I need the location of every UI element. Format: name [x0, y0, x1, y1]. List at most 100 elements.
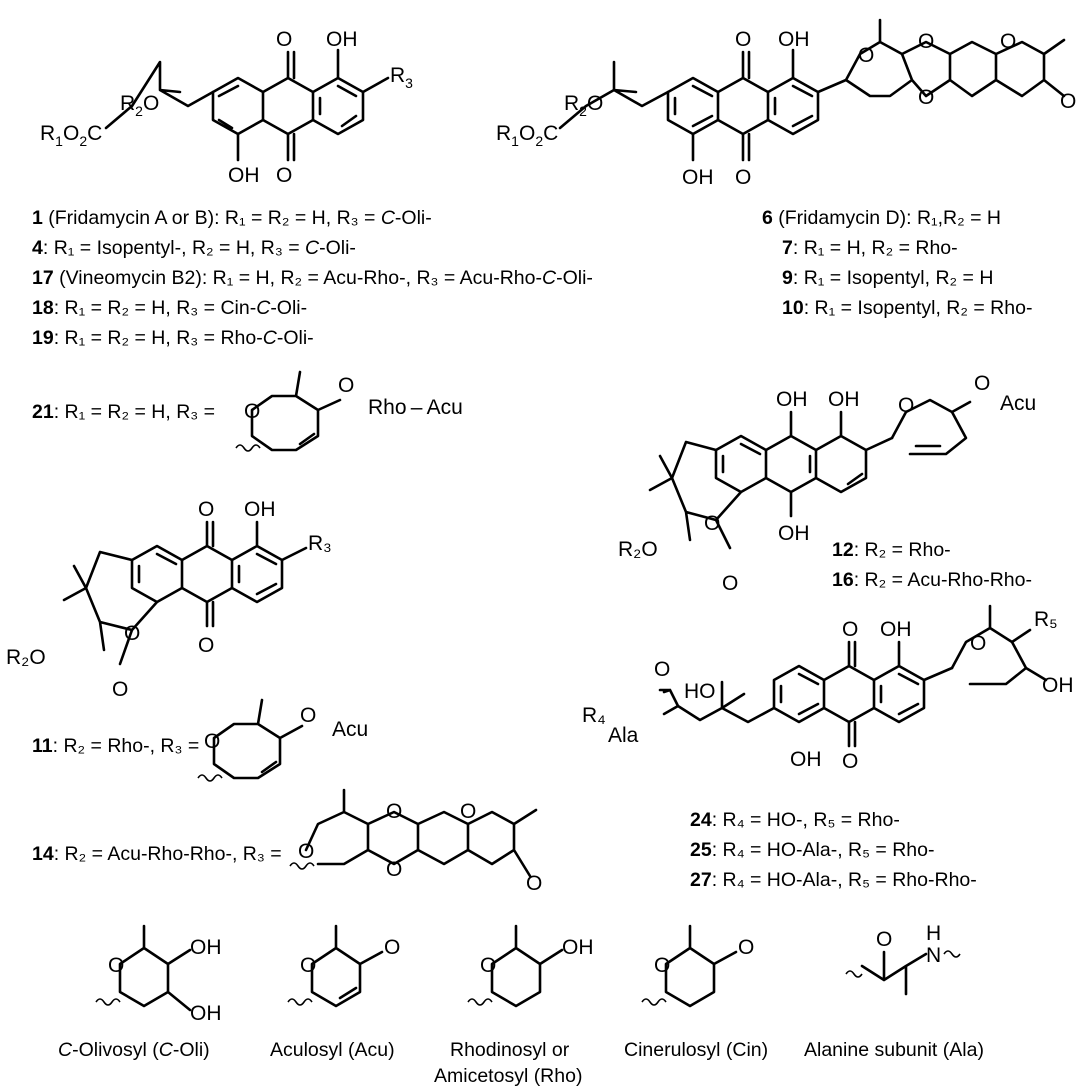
structure-11-r2o: R₂O: [6, 646, 46, 669]
structure-6-o1: O: [858, 44, 874, 67]
structure-6-caption-10: 10: R₁ = Isopentyl, R₂ = Rho-: [782, 297, 1032, 319]
structure-1-o-bottom: O: [276, 164, 292, 187]
structure-1-caption-19: 19: R₁ = R₂ = H, R₃ = Rho-C-Oli-: [32, 327, 314, 349]
structure-12-caption-16: 16: R₂ = Acu-Rho-Rho-: [832, 569, 1032, 591]
structure-21-o-link: O: [338, 374, 354, 397]
structure-21-chain: Rho – Acu: [368, 396, 463, 419]
structure-11-caption: 11: R₂ = Rho-, R₃ =: [32, 735, 199, 757]
structure-6-middle-ring: [716, 50, 770, 162]
structure-12-r2o: R₂O: [618, 538, 658, 561]
structure-6-r2o: R2O: [564, 92, 603, 119]
structure-12-oh3: OH: [778, 522, 810, 545]
structure-6-caption-6: 6 (Fridamycin D): R₁,R₂ = H: [762, 207, 1001, 229]
structure-6-oh-top: OH: [778, 28, 810, 51]
structure-24-oh-top: OH: [880, 618, 912, 641]
structure-24-caption-27: 27: R₄ = HO-Ala-, R₅ = Rho-Rho-: [690, 869, 977, 891]
structure-24-middle-ring: [822, 640, 876, 748]
structure-6: O O OH OH O O O O O R2O R1O2C 6 (Fridamy…: [496, 18, 1076, 319]
structure-6-o-bottom: O: [735, 166, 751, 189]
structure-6-oh-bottom: OH: [682, 166, 714, 189]
structure-6-caption-9: 9: R₁ = Isopentyl, R₂ = H: [782, 267, 993, 289]
structure-11-side-dihydropyran: [212, 698, 304, 780]
structure-24-oh-bottom: OH: [790, 748, 822, 771]
structure-24-right-ring: [872, 640, 954, 724]
structure-12-caption-12: 12: R₂ = Rho-: [832, 539, 951, 561]
structure-11-o-top: O: [198, 498, 214, 521]
structure-1-right-ring: [311, 76, 365, 136]
structure-21-wavy-bond: [235, 444, 261, 452]
structure-6-o-top: O: [735, 28, 751, 51]
structure-21-o-ring: O: [244, 400, 260, 423]
olivosyl-label: C-Olivosyl (C-Oli): [58, 1039, 210, 1061]
cinerulosyl-structure: O O Cinerulosyl (Cin): [624, 924, 768, 1061]
structure-1-ester: R1O2C: [40, 122, 102, 149]
olivosyl-oh2: OH: [190, 1002, 222, 1025]
alanine-h: H: [926, 922, 941, 945]
rhodinosyl-oh: OH: [562, 936, 594, 959]
structure-24-r4: R₄: [582, 704, 606, 727]
structure-21-dihydropyran: [250, 370, 342, 452]
alanine-label: Alanine subunit (Ala): [804, 1039, 984, 1061]
structure-6-side-chain: [558, 48, 848, 162]
olivosyl-o: O: [108, 954, 124, 977]
structure-6-o5: O: [1060, 90, 1076, 113]
structure-11-side-acu: Acu: [332, 718, 368, 741]
structure-6-right-ring: [766, 76, 820, 136]
structure-11-o-carb: O: [112, 678, 128, 701]
structure-12-o-lac: O: [704, 512, 720, 535]
structure-24-oh-ring: OH: [1042, 674, 1074, 697]
rhodinosyl-structure: O OH Rhodinosyl or Amicetosyl (Rho): [434, 924, 594, 1087]
aculosyl-o: O: [300, 954, 316, 977]
structure-6-o2: O: [918, 30, 934, 53]
olivosyl-structure: O OH OH C-Olivosyl (C-Oli): [58, 924, 222, 1061]
structure-12-o-ring: O: [898, 394, 914, 417]
structure-24-o-bottom: O: [842, 750, 858, 773]
structure-1-caption-1: 1 (Fridamycin A or B): R₁ = R₂ = H, R₃ =…: [32, 207, 432, 229]
structure-11-side-o-ring: O: [204, 730, 220, 753]
structure-1-o-top: O: [276, 28, 292, 51]
structure-14-caption: 14: R₂ = Acu-Rho-Rho-, R₃ =: [32, 843, 282, 865]
structure-11-r3: R₃: [308, 532, 332, 555]
structure-12-lactone: [648, 440, 743, 550]
structure-14-o-a: O: [298, 840, 314, 863]
structure-11-oh: OH: [244, 498, 276, 521]
structure-24: O OH O R₅ OH O HO R₄ Ala OH O 24: R₄ = H…: [582, 604, 1074, 891]
structure-11-lactone: [62, 550, 159, 666]
cinerulosyl-label: Cinerulosyl (Cin): [624, 1039, 768, 1061]
alanine-o: O: [876, 928, 892, 951]
structure-11-o-bottom: O: [198, 634, 214, 657]
structure-14-o-c: O: [386, 858, 402, 881]
structure-24-side-chain: [658, 680, 776, 724]
structure-24-o-ketone: O: [654, 658, 670, 681]
structure-24-ala: Ala: [608, 724, 639, 747]
alanine-n: N: [926, 944, 941, 967]
structure-11-ring-a: [130, 544, 184, 604]
structure-24-o-ring: O: [970, 632, 986, 655]
cinerulosyl-ketone: O: [738, 936, 754, 959]
structure-1-side-chain: [104, 48, 390, 162]
structure-1-caption-17: 17 (Vineomycin B2): R₁ = H, R₂ = Acu-Rho…: [32, 267, 593, 289]
structure-24-o-top: O: [842, 618, 858, 641]
structure-6-left-ring: [666, 76, 720, 136]
structure-12-o-carb: O: [722, 572, 738, 595]
structure-21: 21: R₁ = R₂ = H, R₃ = O O Rho – Acu: [32, 370, 463, 452]
structure-1-oh-bottom: OH: [228, 164, 260, 187]
structure-11-side-o-link: O: [300, 704, 316, 727]
structure-6-caption-7: 7: R₁ = H, R₂ = Rho-: [782, 237, 958, 259]
structure-12-o-link: O: [974, 372, 990, 395]
structure-24-left-ring: [772, 664, 826, 724]
structure-1: O O OH OH R3 R2O R1O2C 1 (Fridamycin A o…: [32, 28, 593, 349]
structure-24-r5: R₅: [1034, 608, 1058, 631]
alanine-structure: O N H Alanine subunit (Ala): [804, 922, 984, 1061]
rhodinosyl-label: Rhodinosyl or: [450, 1039, 570, 1061]
structure-14-o-e: O: [526, 872, 542, 895]
structure-1-middle-ring: [261, 50, 315, 162]
structure-24-ho: HO: [684, 680, 716, 703]
structure-1-r2o: R2O: [120, 92, 159, 119]
structure-11-ring-c: [230, 520, 308, 604]
structure-1-caption-4: 4: R₁ = Isopentyl-, R₂ = H, R₃ = C-Oli-: [32, 237, 356, 259]
cinerulosyl-o: O: [654, 954, 670, 977]
structure-12-acu: Acu: [1000, 392, 1036, 415]
structure-14-o-b: O: [386, 800, 402, 823]
